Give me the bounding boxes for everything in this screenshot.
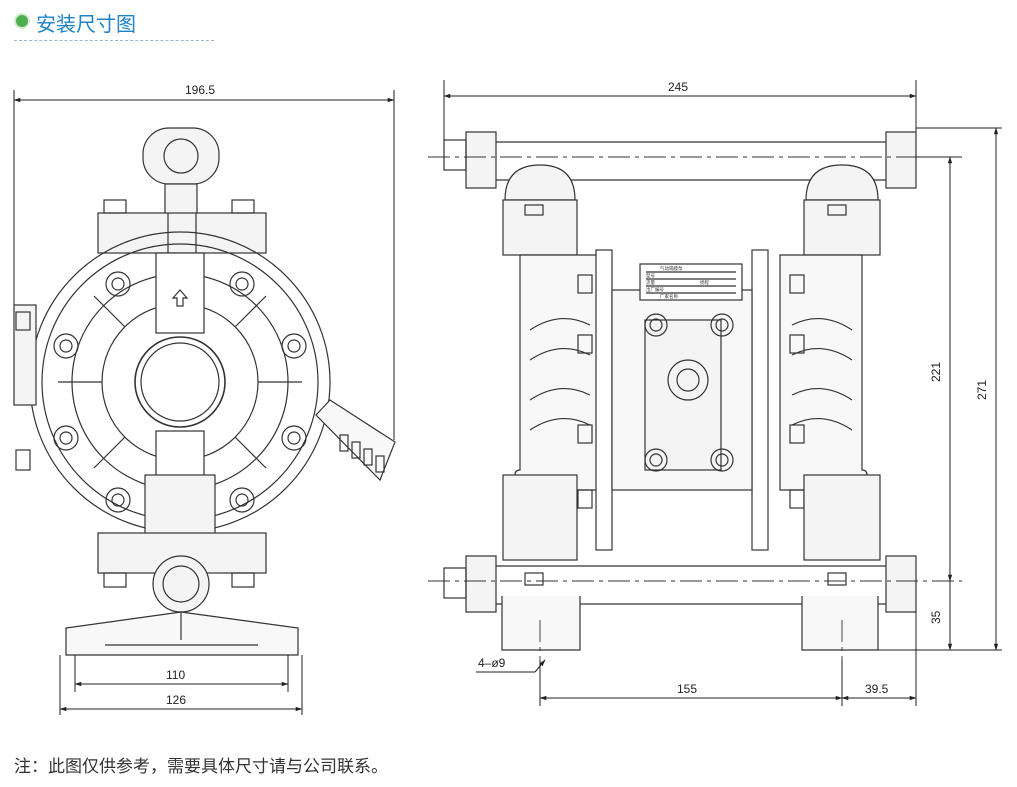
dim-126: 126 <box>166 693 186 707</box>
front-view <box>443 131 917 651</box>
dim-271: 271 <box>975 380 989 400</box>
side-bolts <box>53 271 307 513</box>
dim-110: 110 <box>166 668 185 682</box>
dim-155: 155 <box>677 682 697 696</box>
front-dimensions <box>443 80 1002 706</box>
footer-note: 注：此图仅供参考，需要具体尺寸请与公司联系。 <box>14 757 388 777</box>
nameplate-line: 出厂编号 <box>646 286 664 293</box>
nameplate-line: 厂家名称 <box>660 293 678 300</box>
side-view <box>13 127 396 656</box>
nameplate-line: 流量 <box>646 279 655 286</box>
dim-196-5: 196.5 <box>185 83 215 97</box>
dim-35: 35 <box>929 610 943 624</box>
dim-hole-spec: 4–ø9 <box>478 656 506 670</box>
nameplate-line: 气动隔膜泵 <box>660 265 683 272</box>
nameplate-line: 型号 <box>646 272 655 279</box>
center-lines <box>428 156 962 660</box>
nameplate-line: 扬程 <box>700 279 709 286</box>
section-title: 安装尺寸图 <box>36 12 136 36</box>
bullet-icon <box>16 15 28 27</box>
dim-39-5: 39.5 <box>865 682 889 696</box>
side-dimensions <box>13 90 395 715</box>
dim-221: 221 <box>929 362 943 382</box>
dim-245: 245 <box>668 80 688 94</box>
section-header: 安装尺寸图 <box>14 6 214 41</box>
nameplate-text: 气动隔膜泵 型号 流量 扬程 出厂编号 厂家名称 <box>646 265 709 300</box>
